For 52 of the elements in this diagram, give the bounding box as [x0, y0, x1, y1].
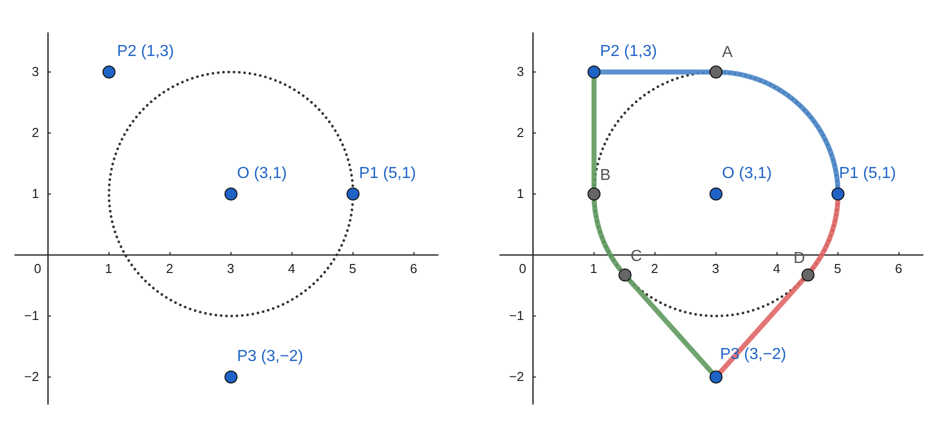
tick-label: 0 [519, 262, 526, 275]
tick-label: 3 [712, 262, 720, 275]
tick-label: −1 [509, 309, 524, 322]
point-label: O (3,1) [722, 166, 772, 182]
tick-label: 1 [590, 262, 598, 275]
point-label: P2 (1,3) [117, 44, 174, 60]
tick-label: 2 [651, 262, 658, 275]
tick-label: 5 [834, 262, 842, 275]
tick-label: 1 [516, 187, 524, 200]
point-label: P3 (3,−2) [237, 349, 304, 365]
point-marker [587, 65, 601, 79]
point-marker [102, 65, 116, 79]
point-label: P1 (5,1) [359, 166, 416, 182]
tick-label: 2 [516, 126, 524, 139]
tick-label: 2 [166, 262, 174, 275]
point-marker [587, 187, 601, 201]
point-label: O (3,1) [237, 166, 287, 182]
point-marker [618, 268, 632, 282]
line-segment [600, 70, 710, 74]
point-marker [800, 268, 814, 282]
tick-label: 5 [349, 262, 356, 275]
tick-label: 4 [773, 262, 780, 275]
tick-label: 3 [227, 262, 234, 275]
tick-label: 2 [32, 126, 39, 139]
tick-label: 3 [32, 65, 39, 78]
point-marker [346, 187, 360, 201]
line-segment [592, 78, 596, 188]
point-marker [709, 65, 723, 79]
arc-segment [809, 199, 840, 272]
point-marker [224, 187, 238, 201]
tick-label: 3 [516, 65, 524, 78]
tick-label: −2 [24, 370, 39, 383]
tick-label: 6 [410, 262, 418, 275]
point-marker [224, 370, 238, 384]
line-segment [718, 278, 806, 374]
point-label: A [722, 45, 733, 61]
tick-label: −2 [509, 370, 524, 383]
point-label: P1 (5,1) [839, 166, 896, 182]
line-segment [626, 278, 714, 374]
tick-label: 4 [288, 262, 296, 275]
point-marker [709, 187, 723, 201]
point-label: P2 (1,3) [600, 44, 657, 60]
arc-segment [592, 199, 623, 272]
point-marker [831, 187, 845, 201]
tick-label: 1 [32, 187, 39, 200]
tick-label: −1 [24, 309, 39, 322]
point-marker [709, 370, 723, 384]
tick-label: 6 [895, 262, 902, 275]
arc-segment [722, 70, 840, 188]
point-label: B [600, 168, 611, 184]
tick-label: 0 [34, 262, 42, 275]
tick-label: 1 [105, 262, 112, 275]
